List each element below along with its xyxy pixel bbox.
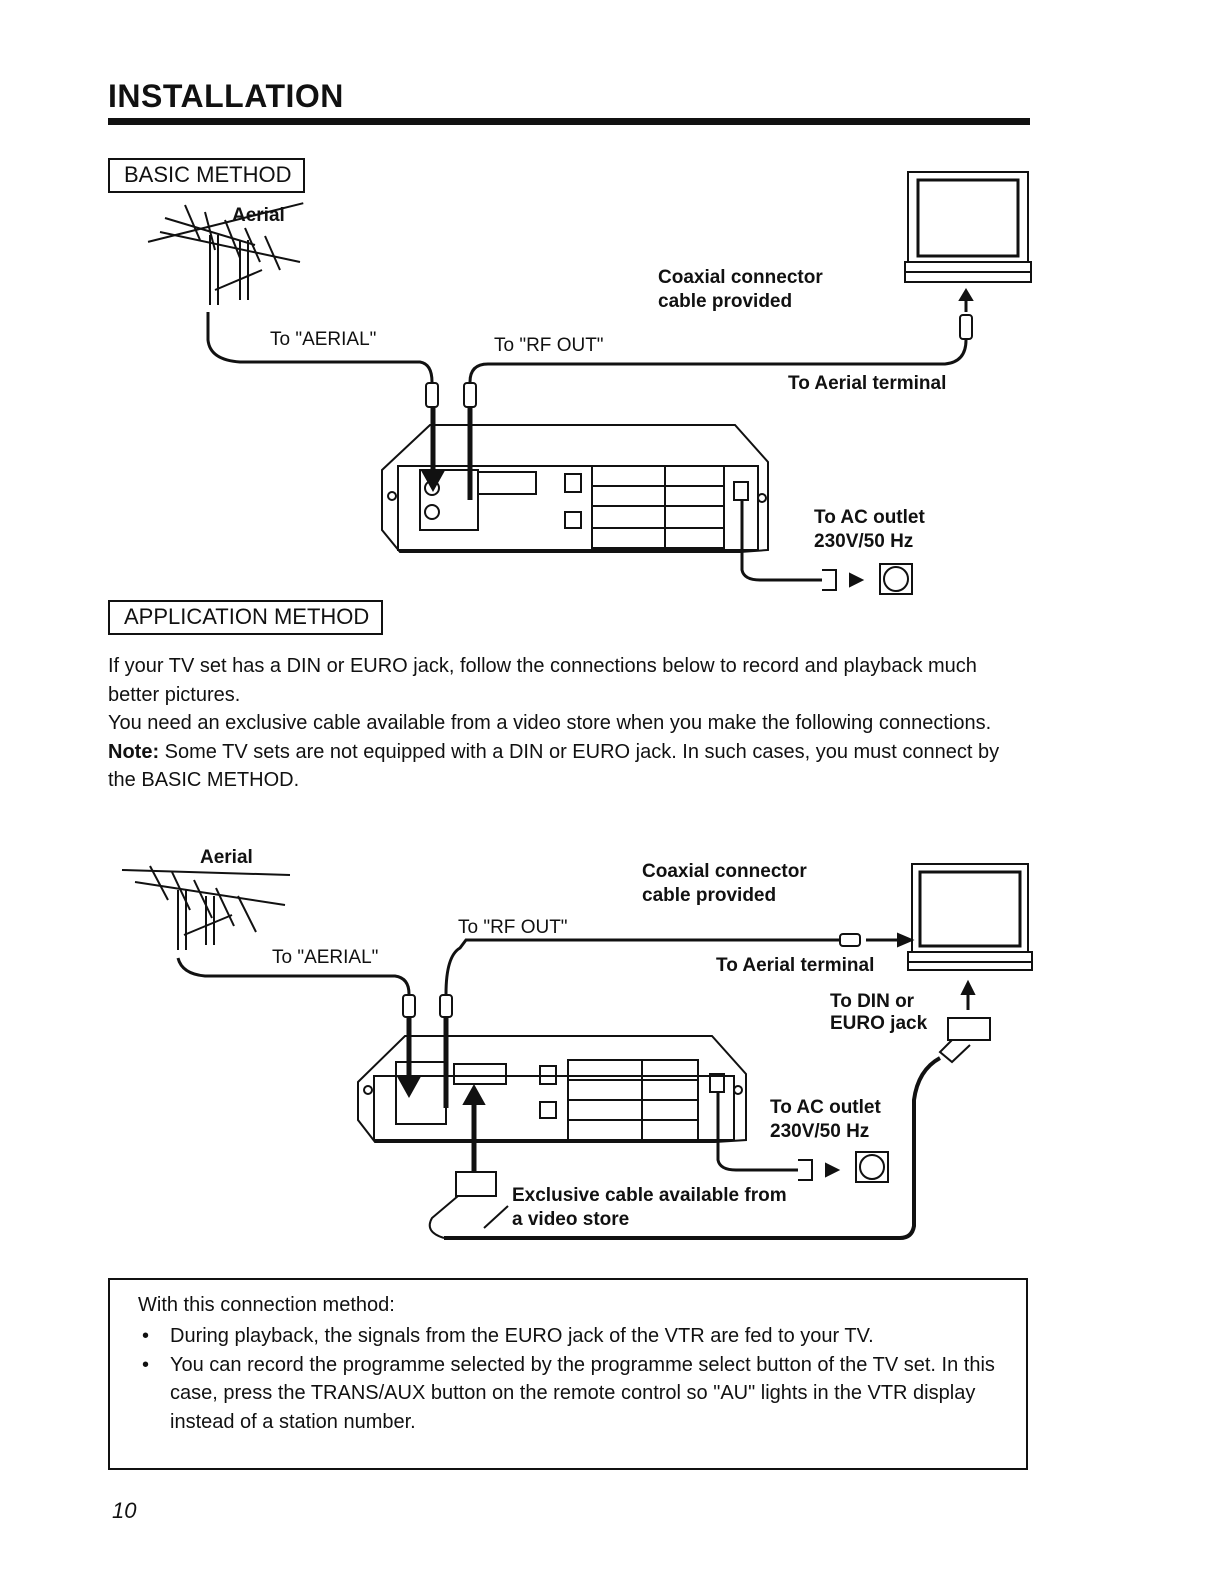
power-outlet-icon [879, 563, 913, 595]
app-exclusive-line1: Exclusive cable available from [512, 1185, 787, 1206]
app-exclusive-line2: a video store [512, 1209, 630, 1230]
application-para1: If your TV set has a DIN or EURO jack, f… [108, 655, 977, 706]
application-description: If your TV set has a DIN or EURO jack, f… [108, 652, 1032, 795]
aerial-antenna-icon [147, 202, 304, 305]
basic-ac-line2: 230V/50 Hz [814, 531, 914, 552]
list-item: •You can record the programme selected b… [138, 1351, 998, 1437]
app-aerial-terminal-label: To Aerial terminal [716, 955, 875, 976]
application-para2: You need an exclusive cable available fr… [108, 712, 992, 734]
basic-coaxial-line1: Coaxial connector [658, 267, 823, 288]
vcr-rear-panel-icon [381, 424, 769, 553]
app-coaxial-line1: Coaxial connector [642, 861, 807, 882]
application-method-label: APPLICATION METHOD [108, 600, 384, 635]
list-item: •During playback, the signals from the E… [138, 1322, 998, 1351]
bullet-icon: • [142, 1325, 150, 1347]
basic-method-label: BASIC METHOD [108, 158, 306, 193]
tv-set-icon-2 [907, 863, 1033, 971]
application-note: Note: Some TV sets are not equipped with… [108, 738, 1032, 795]
page-title: INSTALLATION [108, 78, 344, 114]
app-to-aerial-label: To "AERIAL" [272, 947, 379, 968]
app-ac-line1: To AC outlet [770, 1097, 881, 1118]
basic-aerial-terminal-label: To Aerial terminal [788, 373, 947, 394]
vcr-rear-panel-icon-2 [357, 1035, 747, 1143]
bullet-icon: • [142, 1353, 150, 1376]
tv-set-icon [904, 171, 1032, 283]
basic-ac-line1: To AC outlet [814, 507, 925, 528]
app-din-line2: EURO jack [830, 1013, 928, 1034]
basic-to-aerial-label: To "AERIAL" [270, 329, 377, 350]
aerial-antenna-icon-2 [121, 865, 291, 950]
notes-list: •During playback, the signals from the E… [138, 1322, 998, 1436]
page-number: 10 [112, 1498, 137, 1523]
title-rule [108, 118, 1030, 125]
app-coaxial-line2: cable provided [642, 885, 777, 906]
app-din-line1: To DIN or [830, 991, 915, 1012]
notes-intro: With this connection method: [138, 1294, 395, 1316]
connection-notes-box: With this connection method: •During pla… [108, 1278, 1028, 1470]
note-label: Note: [108, 740, 160, 763]
app-aerial-label: Aerial [200, 847, 253, 868]
basic-coaxial-line2: cable provided [658, 291, 793, 312]
basic-to-rf-out-label: To "RF OUT" [494, 335, 604, 356]
basic-aerial-label: Aerial [232, 205, 285, 226]
note-text: Some TV sets are not equipped with a DIN… [108, 740, 1000, 792]
app-ac-line2: 230V/50 Hz [770, 1121, 870, 1142]
app-to-rf-out-label: To "RF OUT" [458, 917, 568, 938]
